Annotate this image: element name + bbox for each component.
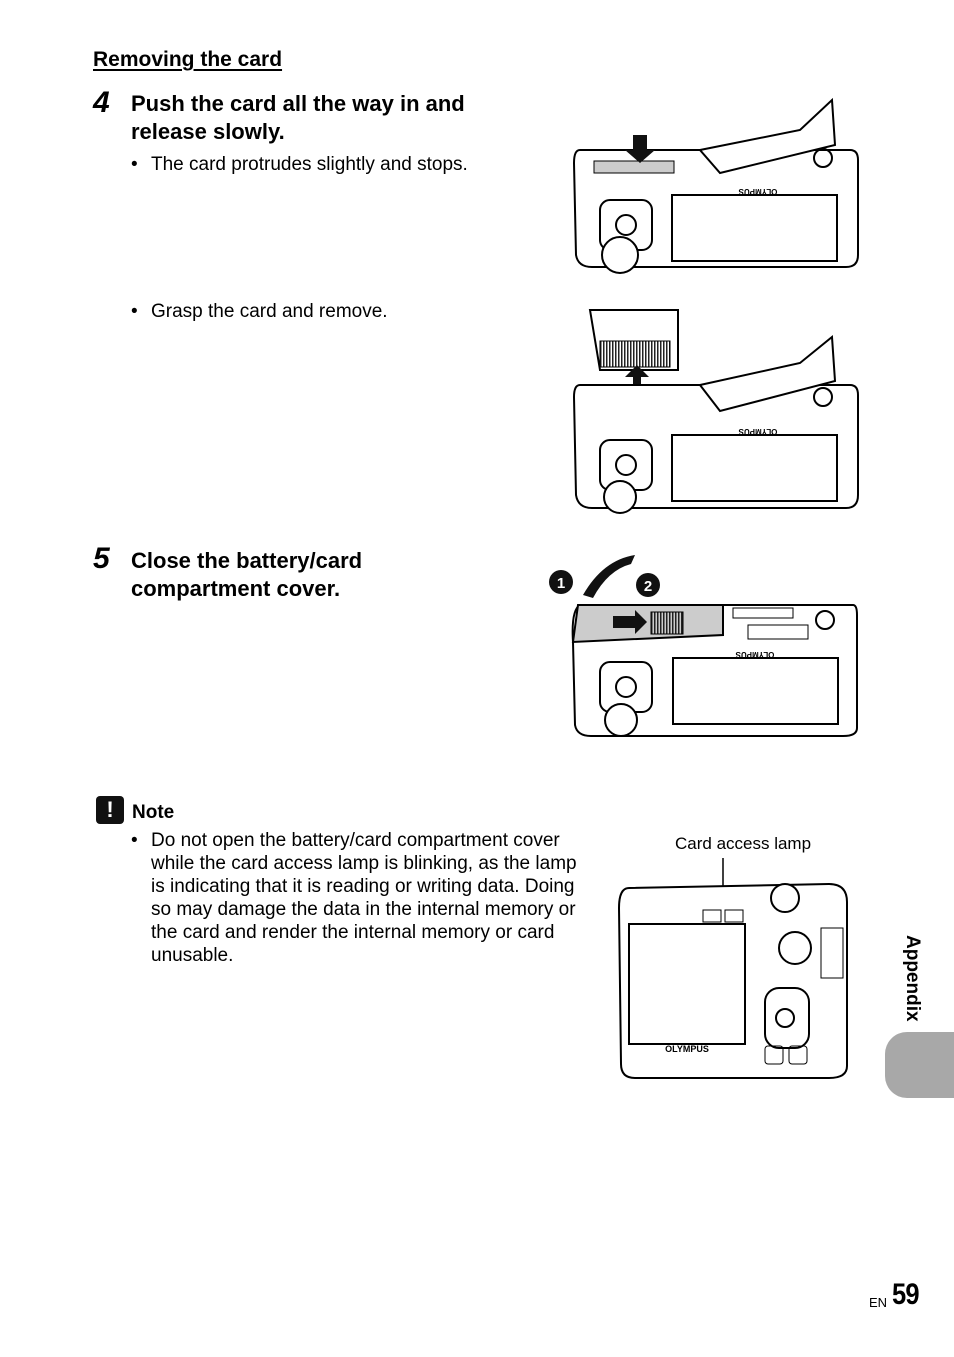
section-title: Removing the card xyxy=(93,48,283,71)
note-line-3: is indicating that it is reading or writ… xyxy=(151,876,575,897)
side-tab xyxy=(885,1032,954,1098)
figure-remove-card: OLYMPUS xyxy=(572,309,859,514)
step-4-bullet-1-text: The card protrudes slightly and stops. xyxy=(151,154,468,175)
step-4-number: 4 xyxy=(93,86,110,119)
step-5-title-line2: compartment cover. xyxy=(131,576,341,601)
side-tab-label: Appendix xyxy=(902,935,923,1022)
note-body: • Do not open the battery/card compartme… xyxy=(131,829,611,967)
note-line-6: unusable. xyxy=(151,945,234,966)
warning-icon: ! xyxy=(96,796,124,824)
figure-brand: OLYMPUS xyxy=(738,427,777,436)
figure-close-cover: 1 2 OLYMPUS xyxy=(549,555,858,737)
note-heading: Note xyxy=(132,802,175,823)
note-line-1: Do not open the battery/card compartment… xyxy=(151,830,560,851)
bullet-dot: • xyxy=(131,154,138,175)
figure-brand: OLYMPUS xyxy=(735,650,774,659)
bullet-dot: • xyxy=(131,301,138,322)
figure-brand: OLYMPUS xyxy=(738,187,777,196)
note-line-4: so may damage the data in the internal m… xyxy=(151,899,576,920)
step-4-bullet-1: • The card protrudes slightly and stops. xyxy=(131,153,468,176)
note-line-2: while the card access lamp is blinking, … xyxy=(151,853,577,874)
note-line-5: the card and render the internal memory … xyxy=(151,922,555,943)
step-4-bullet-2-text: Grasp the card and remove. xyxy=(151,301,388,322)
step-4-title-line2: release slowly. xyxy=(131,119,285,144)
step-5-number: 5 xyxy=(93,542,110,575)
callout-2: 2 xyxy=(644,578,652,595)
card-access-lamp-label: Card access lamp xyxy=(675,834,812,853)
page-number: 59 xyxy=(892,1278,920,1311)
camera-brand: OLYMPUS xyxy=(665,1044,709,1054)
figure-push-card: OLYMPUS xyxy=(572,97,859,274)
step-4-bullet-2: • Grasp the card and remove. xyxy=(131,300,388,323)
figure-camera-back: OLYMPUS xyxy=(617,858,848,1079)
step-4-title-line1: Push the card all the way in and xyxy=(131,91,465,116)
step-4-title: Push the card all the way in and release… xyxy=(131,90,465,146)
bullet-dot: • xyxy=(131,830,138,851)
step-5-title-line1: Close the battery/card xyxy=(131,548,363,573)
step-5-title: Close the battery/card compartment cover… xyxy=(131,547,362,603)
footer-lang: EN xyxy=(869,1295,888,1310)
callout-1: 1 xyxy=(557,575,565,592)
